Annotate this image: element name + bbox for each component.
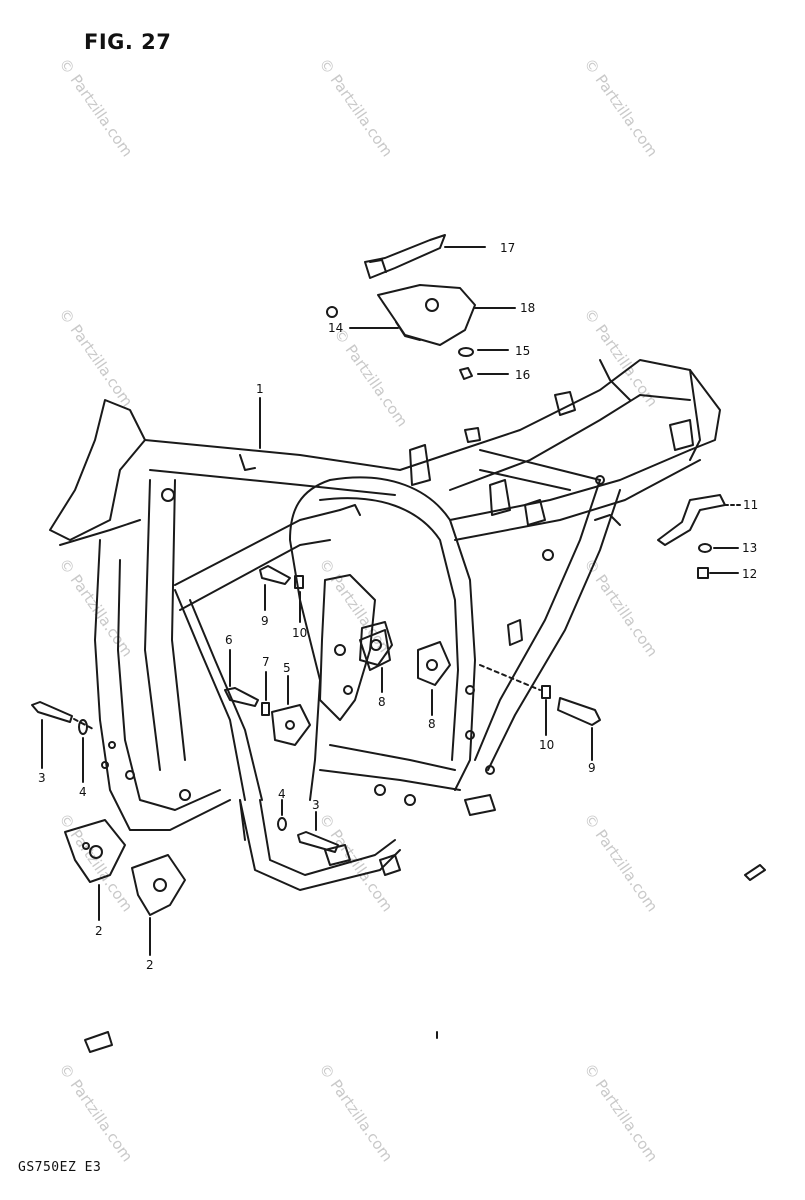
front-arrow-mark	[744, 864, 766, 881]
callout-4-left: 4	[79, 785, 87, 799]
part-5-plate	[271, 675, 311, 746]
part-4-washer-center	[277, 799, 287, 831]
part-15-washer	[458, 347, 509, 357]
small-tag-mark	[84, 1031, 113, 1053]
part-14-screw	[326, 306, 338, 318]
callout-3-left: 3	[38, 771, 46, 785]
part-9-bolt-left	[259, 565, 291, 611]
callout-13: 13	[742, 541, 758, 555]
part-10-spacer-right	[479, 664, 551, 736]
part-9-bolt-right	[557, 697, 601, 761]
part-11-bracket	[657, 494, 741, 546]
part-13-washer	[698, 543, 739, 553]
part-10-spacer-left	[294, 575, 304, 623]
callout-8-left: 8	[378, 695, 386, 709]
callout-12: 12	[742, 567, 758, 581]
part-4-washer-left	[78, 719, 88, 783]
callout-2-right: 2	[146, 958, 154, 972]
part-2-plate-right	[131, 854, 186, 956]
part-8-plate-right	[417, 641, 451, 716]
callout-11: 11	[743, 498, 759, 512]
part-12-bolt	[697, 567, 739, 579]
frame-body	[49, 359, 721, 891]
part-3-bolt-center	[297, 811, 339, 853]
callout-4-center: 4	[278, 787, 286, 801]
part-17-strap	[364, 234, 486, 279]
callout-3-center: 3	[312, 798, 320, 812]
part-8-plate-left	[359, 621, 393, 693]
part-16-nut	[459, 367, 509, 380]
callout-8-right: 8	[428, 717, 436, 731]
callout-7: 7	[262, 655, 270, 669]
callout-17: 17	[500, 241, 516, 255]
figure-title: FIG. 27	[84, 30, 172, 54]
callout-5: 5	[283, 661, 291, 675]
part-7-spacer	[261, 671, 270, 716]
callout-9-left: 9	[261, 614, 269, 628]
part-6-bolt	[224, 649, 259, 707]
callout-2-left: 2	[95, 924, 103, 938]
model-code: GS750EZ E3	[18, 1160, 102, 1175]
callout-14: 14	[328, 321, 344, 335]
callout-9-right: 9	[588, 761, 596, 775]
callout-10-right: 10	[539, 738, 555, 752]
callout-15: 15	[515, 344, 531, 358]
part-2-plate-left	[64, 819, 126, 921]
callout-1: 1	[256, 382, 264, 396]
part-3-bolt-left	[31, 701, 96, 769]
callout-16: 16	[515, 368, 531, 382]
callout-10-left: 10	[292, 626, 308, 640]
part-18-cover	[377, 284, 516, 346]
callout-18: 18	[520, 301, 536, 315]
callout-6: 6	[225, 633, 233, 647]
